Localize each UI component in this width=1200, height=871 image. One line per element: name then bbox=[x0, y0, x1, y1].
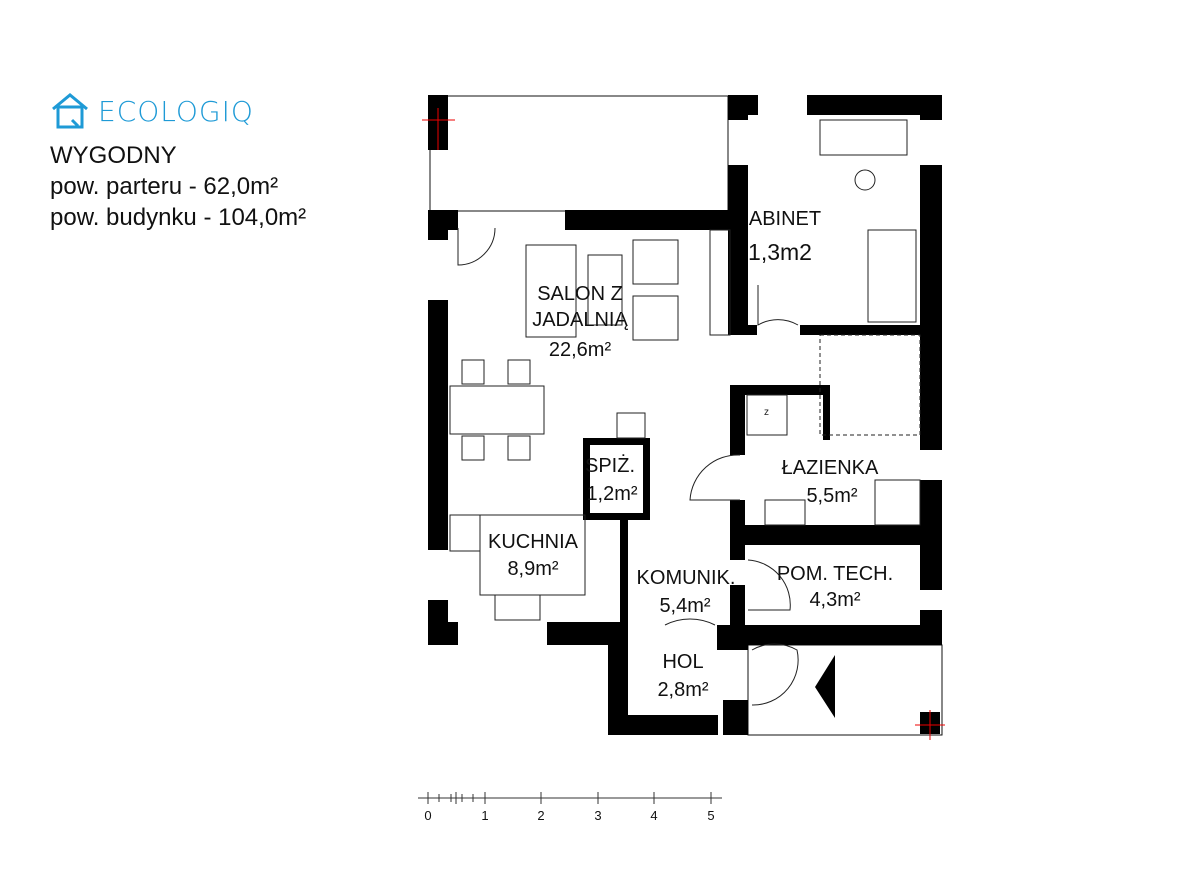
walls bbox=[428, 95, 942, 735]
ground-floor-area: pow. parteru - 62,0m² bbox=[50, 173, 279, 200]
fridge-mark: z bbox=[764, 407, 769, 418]
room-area-salon: 22,6m² bbox=[549, 339, 612, 361]
scale-tick-3: 3 bbox=[594, 808, 601, 823]
room-name-salon: SALON Z bbox=[537, 283, 623, 305]
furniture bbox=[449, 119, 921, 621]
scale-tick-0: 0 bbox=[424, 808, 431, 823]
project-info: ECOLOGIQ WYGODNY pow. parteru - 62,0m² p… bbox=[50, 92, 306, 233]
room-name-spiz: SPIŻ. bbox=[585, 454, 635, 477]
room-area-komunik: 5,4m² bbox=[659, 595, 710, 617]
room-area-kuchnia: 8,9m² bbox=[507, 558, 558, 580]
survey-markers bbox=[422, 108, 945, 740]
doors bbox=[457, 227, 799, 706]
building-area: pow. budynku - 104,0m² bbox=[50, 204, 307, 231]
brand-name: ECOLOGIQ bbox=[98, 94, 254, 128]
room-area-spiz: 1,2m² bbox=[586, 483, 637, 505]
room-name-hol: HOL bbox=[662, 651, 703, 673]
room-area-hol: 2,8m² bbox=[657, 679, 708, 701]
scale-tick-4: 4 bbox=[650, 808, 657, 823]
room-name-kuchnia: KUCHNIA bbox=[488, 531, 579, 553]
scale-bar: 0 1 2 3 4 5 bbox=[418, 792, 722, 823]
entrance-arrow-icon bbox=[815, 655, 835, 718]
room-name2-salon: JADALNIĄ bbox=[532, 309, 628, 331]
room-labels: SALON Z JADALNIĄ 22,6m² ABINET 1,3m2 SPI… bbox=[488, 208, 893, 701]
scale-tick-1: 1 bbox=[481, 808, 488, 823]
room-area-abinet: 1,3m2 bbox=[748, 239, 812, 265]
scale-tick-2: 2 bbox=[537, 808, 544, 823]
house-logo-icon bbox=[52, 93, 88, 129]
room-name-pom-tech: POM. TECH. bbox=[777, 563, 893, 585]
brand-logo: ECOLOGIQ bbox=[50, 92, 306, 130]
room-name-lazienka: ŁAZIENKA bbox=[782, 457, 879, 479]
room-area-pom-tech: 4,3m² bbox=[809, 589, 860, 611]
room-name-komunik: KOMUNIK. bbox=[637, 567, 736, 589]
project-name: WYGODNY bbox=[50, 142, 177, 169]
scale-tick-5: 5 bbox=[707, 808, 714, 823]
room-area-lazienka: 5,5m² bbox=[806, 485, 857, 507]
room-name-abinet: ABINET bbox=[749, 208, 821, 230]
